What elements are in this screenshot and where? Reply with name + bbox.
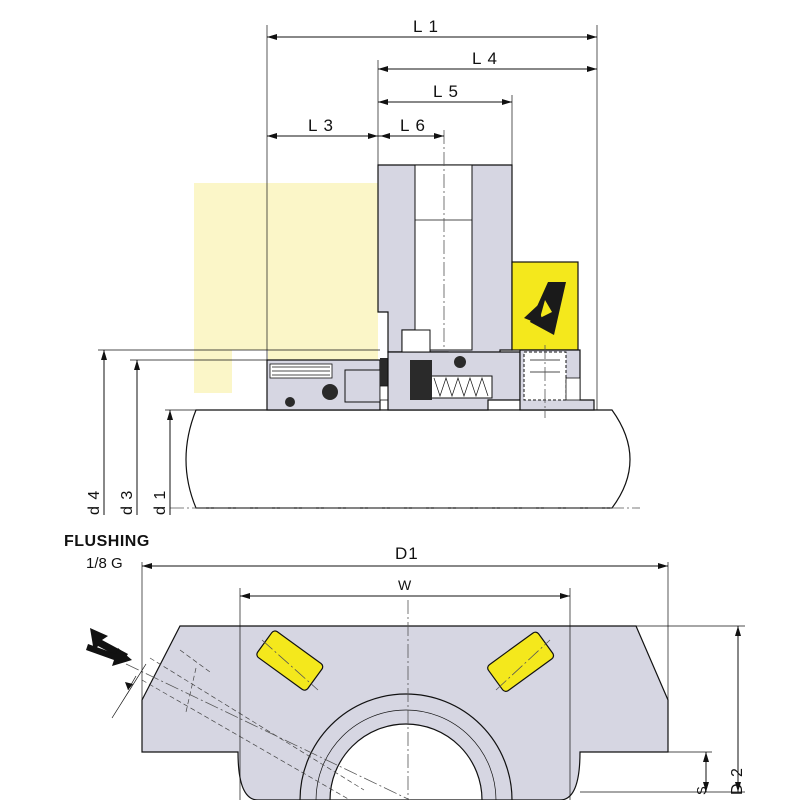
setting-clip	[511, 261, 579, 351]
bolt-slot-left	[256, 630, 324, 691]
installation-zone	[194, 183, 378, 393]
dimension-label-d3: d 3	[119, 490, 136, 515]
shaft	[170, 409, 640, 509]
dimension-lines-horizontal	[266, 25, 598, 410]
o-ring	[285, 397, 295, 407]
dimension-label-d2: D 2	[729, 767, 746, 795]
dimension-label-l5: L 5	[433, 82, 459, 101]
gland-block	[377, 130, 513, 361]
dimension-label-l6: L 6	[400, 116, 426, 135]
dimension-label-d1-outer: D1	[395, 544, 419, 563]
dimension-label-l3: L 3	[308, 116, 334, 135]
flushing-title: FLUSHING	[64, 533, 150, 550]
dimension-label-s: S	[694, 785, 709, 795]
front-view: FLUSHING 1/8 G	[64, 533, 746, 800]
flushing-flow-arrows	[86, 628, 132, 666]
dimension-label-l1: L 1	[413, 17, 439, 36]
dimension-label-d1: d 1	[152, 490, 169, 515]
dimension-label-d4: d 4	[86, 490, 103, 515]
seal-internals	[266, 329, 595, 418]
section-view: L 1 L 4 L 5 L 3 L 6 d 4 d 3 d 1	[86, 17, 640, 515]
dimension-label-l4: L 4	[472, 49, 498, 68]
dimension-label-w: W	[398, 577, 412, 593]
dimension-lines-vertical	[98, 349, 380, 515]
brand-triangle-logo	[524, 282, 566, 335]
bolt-slot-right	[487, 631, 555, 692]
flushing-thread: 1/8 G	[86, 555, 123, 572]
